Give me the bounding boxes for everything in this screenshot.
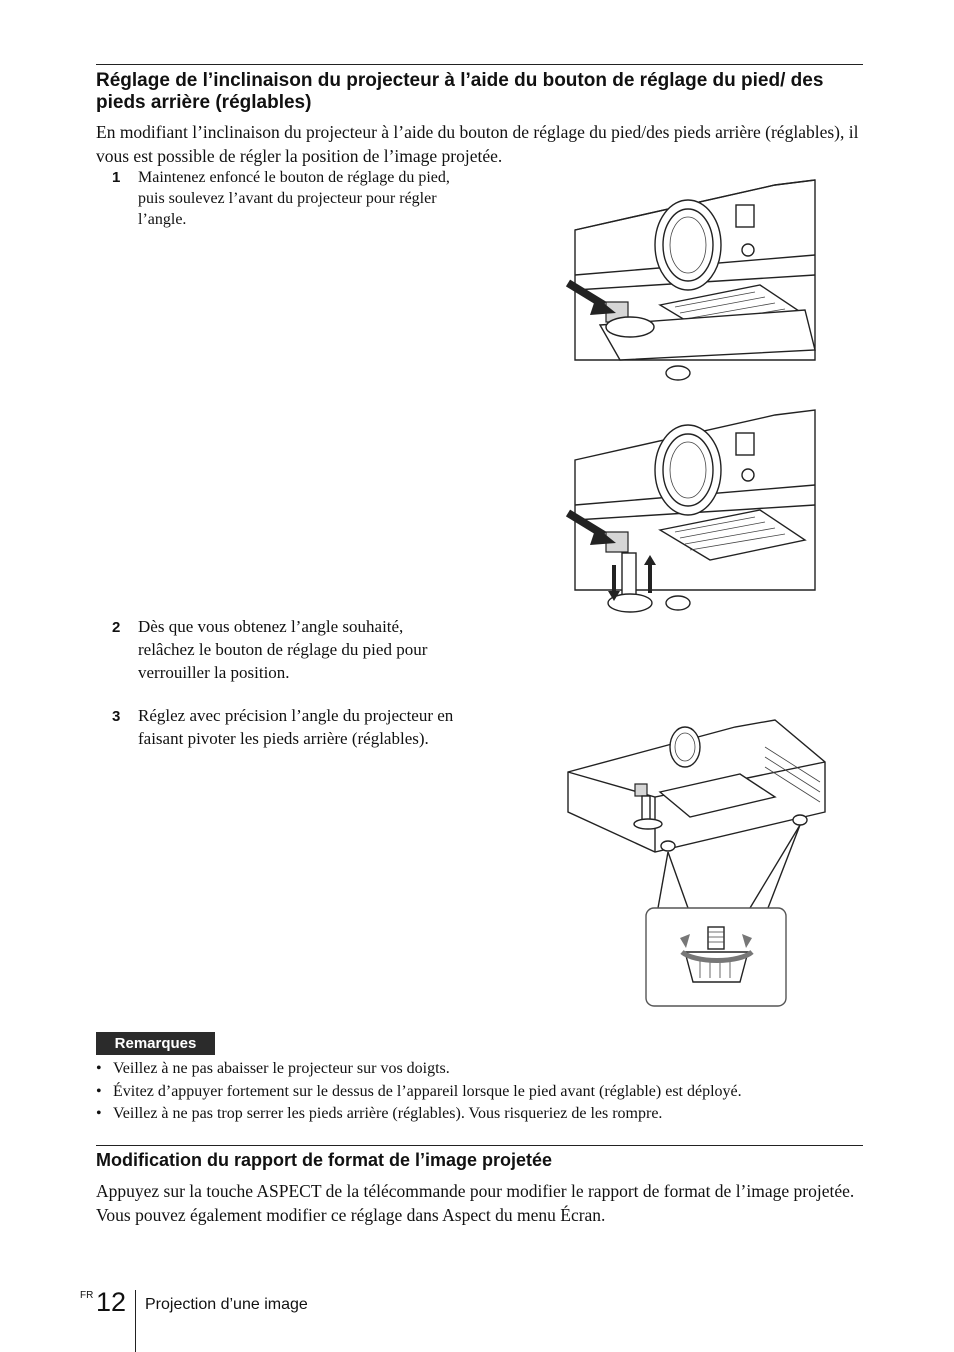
- step-text: Réglez avec précision l’angle du project…: [138, 706, 454, 748]
- step-number: 3: [112, 708, 121, 725]
- list-item: Veillez à ne pas abaisser le projecteur …: [96, 1058, 896, 1081]
- step-text: Maintenez enfoncé le bouton de réglage d…: [138, 169, 450, 228]
- illustration-rear-feet: [567, 719, 826, 1007]
- top-rule: [96, 64, 863, 65]
- section-rule: [96, 1145, 863, 1146]
- footer-separator: [135, 1290, 136, 1352]
- section-intro: En modifiant l’inclinaison du projecteur…: [96, 122, 859, 166]
- step-number: 2: [112, 619, 121, 636]
- step-text: Dès que vous obtenez l’angle souhaité, r…: [138, 617, 428, 682]
- section-title-aspect: Modification du rapport de format de l’i…: [96, 1150, 553, 1170]
- remarks-list: Veillez à ne pas abaisser le projecteur …: [96, 1058, 896, 1126]
- section-title-tilt: Réglage de l’inclinaison du projecteur à…: [96, 70, 824, 113]
- footer-section: Projection d’une image: [145, 1296, 308, 1313]
- page-number: 12: [96, 1287, 127, 1317]
- section-body: Appuyez sur la touche ASPECT de la téléc…: [96, 1181, 855, 1225]
- list-item: Veillez à ne pas trop serrer les pieds a…: [96, 1103, 896, 1126]
- illustration-lift-angle: [565, 409, 816, 613]
- footer-lang: FR: [80, 1290, 94, 1301]
- illustration-press-button: [565, 179, 816, 381]
- step-number: 1: [112, 169, 121, 186]
- list-item: Évitez d’appuyer fortement sur le dessus…: [96, 1081, 896, 1104]
- remarks-badge: Remarques: [96, 1032, 215, 1055]
